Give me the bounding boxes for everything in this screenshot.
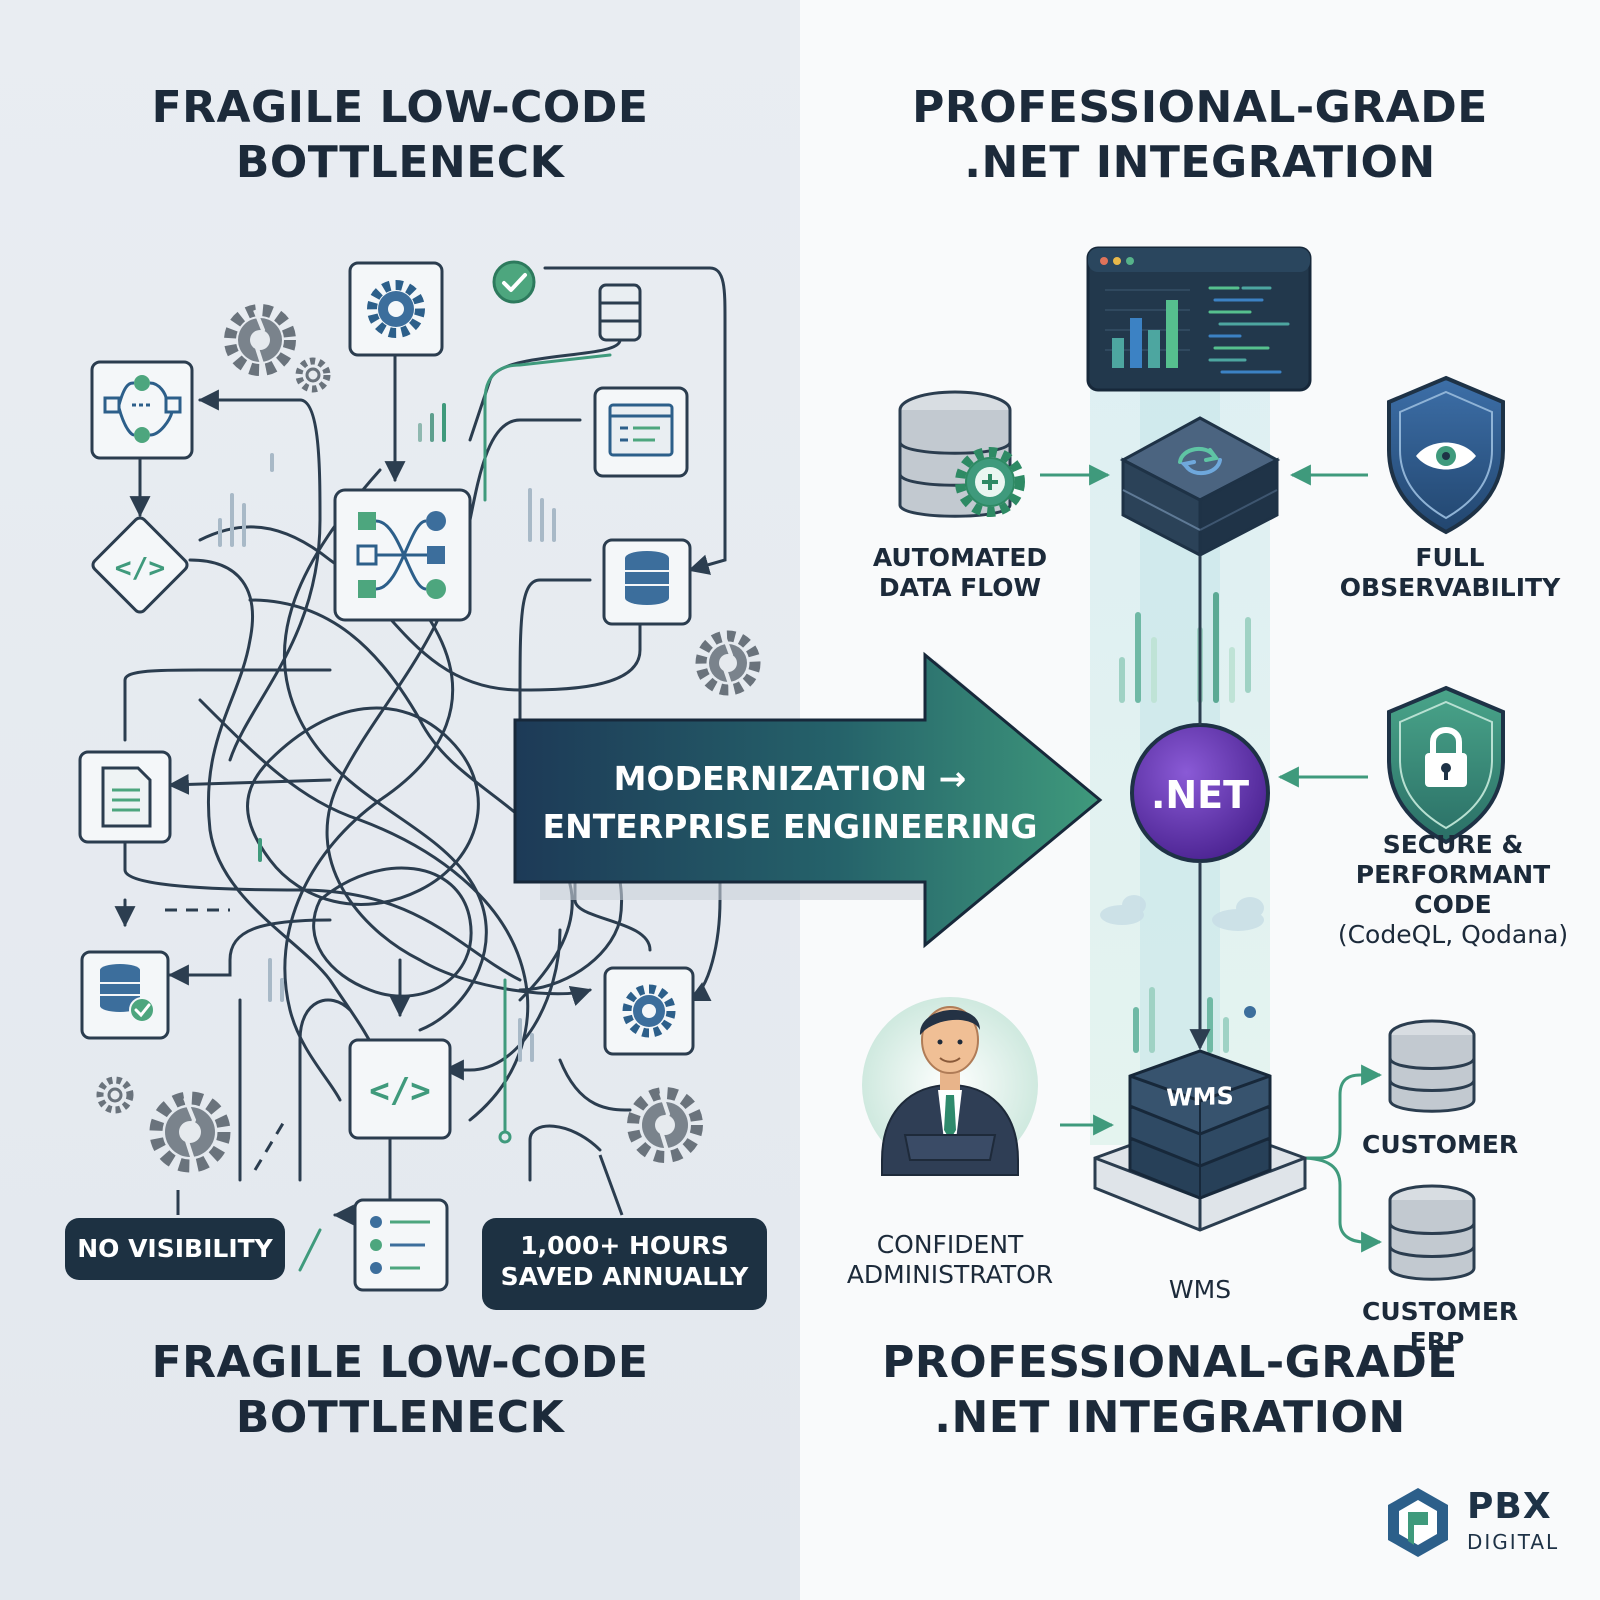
server-cube <box>1119 416 1281 558</box>
eye-shield-icon <box>1387 375 1505 535</box>
flow-hub-node <box>333 488 472 622</box>
wms-server-stack <box>1093 1049 1307 1232</box>
admin-line1: CONFIDENT <box>876 1230 1024 1259</box>
check-icon <box>502 273 527 292</box>
secure-line3: (CodeQL, Qodana) <box>1337 920 1569 949</box>
document-icon <box>101 766 152 828</box>
broken-gear-icon <box>627 1087 703 1163</box>
arrow-text-line1: MODERNIZATION → <box>613 759 967 798</box>
modernization-arrow <box>513 651 1103 949</box>
observability-line1: FULL <box>1415 543 1485 572</box>
code-diamond-node: </> <box>91 516 189 614</box>
dotnet-text: .NET <box>1150 773 1250 817</box>
right-title: PROFESSIONAL-GRADE .NET INTEGRATION <box>820 80 1580 190</box>
dashed-connections <box>165 908 287 1171</box>
database-node-right <box>602 538 692 626</box>
customer-text: CUSTOMER <box>1362 1130 1519 1159</box>
secure-code-label: SECURE & PERFORMANT CODE (CodeQL, Qodana… <box>1318 830 1588 950</box>
arrow-text-line2: ENTERPRISE ENGINEERING <box>542 806 1038 846</box>
brand-sub: DIGITAL <box>1467 1530 1560 1554</box>
broken-gear-icon <box>224 304 296 376</box>
right-footer-line2: .NET INTEGRATION <box>934 1392 1406 1443</box>
no-visibility-text: NO VISIBILITY <box>77 1234 273 1263</box>
code-node: </> <box>348 1038 452 1140</box>
observability-line2: OBSERVABILITY <box>1339 573 1561 602</box>
admin-line2: ADMINISTRATOR <box>846 1260 1054 1289</box>
small-gear-icon <box>96 1076 134 1114</box>
checklist-node <box>353 1198 449 1292</box>
small-gear-icon <box>295 357 331 393</box>
left-title: FRAGILE LOW-CODE BOTTLENECK <box>40 80 760 190</box>
database-node-top <box>598 283 642 342</box>
gear-icon <box>367 280 425 338</box>
dotnet-label: .NET <box>1130 775 1270 815</box>
sync-icon <box>1178 446 1222 476</box>
wms-text: WMS <box>1168 1275 1232 1304</box>
wms-stack-text: WMS <box>1166 1081 1234 1113</box>
gear-plus-icon <box>955 447 1025 517</box>
dashboard-window <box>1086 246 1312 392</box>
hours-saved-line2: SAVED ANNUALLY <box>500 1262 749 1292</box>
cloud-icon <box>1100 895 1264 931</box>
arrow-text: MODERNIZATION → ENTERPRISE ENGINEERING <box>525 755 1055 851</box>
broken-gear-icon <box>149 1091 231 1173</box>
gear-icon <box>622 984 676 1038</box>
gear-box-node-lower <box>603 966 695 1056</box>
pbx-logo-icon <box>1388 1488 1448 1557</box>
secure-line2: PERFORMANT CODE <box>1355 860 1551 919</box>
administrator-avatar <box>862 997 1038 1176</box>
erp-database-icon <box>1388 1184 1476 1281</box>
broken-gear-icon <box>695 630 761 696</box>
left-footer-title: FRAGILE LOW-CODE BOTTLENECK <box>40 1335 760 1445</box>
beam-dot <box>1244 1006 1256 1018</box>
lock-shield-icon <box>1387 685 1505 845</box>
secure-line1: SECURE & <box>1382 830 1524 859</box>
automated-line1: AUTOMATED <box>872 543 1048 572</box>
code-icon: </> <box>369 1071 430 1111</box>
hours-saved-badge: 1,000+ HOURS SAVED ANNUALLY <box>482 1218 767 1310</box>
hours-saved-line1: 1,000+ HOURS <box>520 1231 729 1260</box>
right-footer-title: PROFESSIONAL-GRADE .NET INTEGRATION <box>790 1335 1550 1445</box>
tangled-connections <box>114 266 727 1226</box>
no-visibility-badge: NO VISIBILITY <box>65 1218 285 1280</box>
automated-line2: DATA FLOW <box>878 573 1042 602</box>
window-list-node <box>593 386 689 478</box>
left-title-line2: BOTTLENECK <box>235 137 565 188</box>
wms-stack-label: WMS <box>1140 1081 1260 1114</box>
right-title-line2: .NET INTEGRATION <box>964 137 1436 188</box>
check-node <box>492 260 536 304</box>
database-check-node <box>80 950 170 1040</box>
hours-callout-line <box>598 1154 624 1216</box>
customer-database-icon <box>1388 1019 1476 1113</box>
customer-erp-label: CUSTOMER ERP <box>1362 1297 1519 1357</box>
left-footer-line2: BOTTLENECK <box>235 1392 565 1443</box>
observability-label: FULL OBSERVABILITY <box>1320 543 1580 603</box>
right-footer-line1: PROFESSIONAL-GRADE <box>882 1337 1458 1388</box>
customer-label: CUSTOMER <box>1362 1130 1518 1160</box>
wms-label: WMS <box>1140 1275 1260 1305</box>
left-data-bars <box>218 403 556 1062</box>
workflow-node <box>90 360 194 460</box>
automated-database-icon <box>898 390 1025 518</box>
green-arrows <box>1040 464 1383 1253</box>
green-connections <box>298 353 612 1272</box>
erp-line1: CUSTOMER <box>1362 1297 1519 1326</box>
brand-name: PBX <box>1467 1486 1552 1527</box>
left-footer-line1: FRAGILE LOW-CODE <box>151 1337 649 1388</box>
automated-data-flow-label: AUTOMATED DATA FLOW <box>845 543 1075 603</box>
left-title-line1: FRAGILE LOW-CODE <box>151 82 649 133</box>
erp-line2: ERP <box>1409 1327 1465 1356</box>
document-node <box>78 750 172 844</box>
code-icon: </> <box>115 551 166 584</box>
administrator-label: CONFIDENT ADMINISTRATOR <box>830 1230 1070 1290</box>
gear-box-node <box>348 261 444 357</box>
right-title-line1: PROFESSIONAL-GRADE <box>912 82 1488 133</box>
